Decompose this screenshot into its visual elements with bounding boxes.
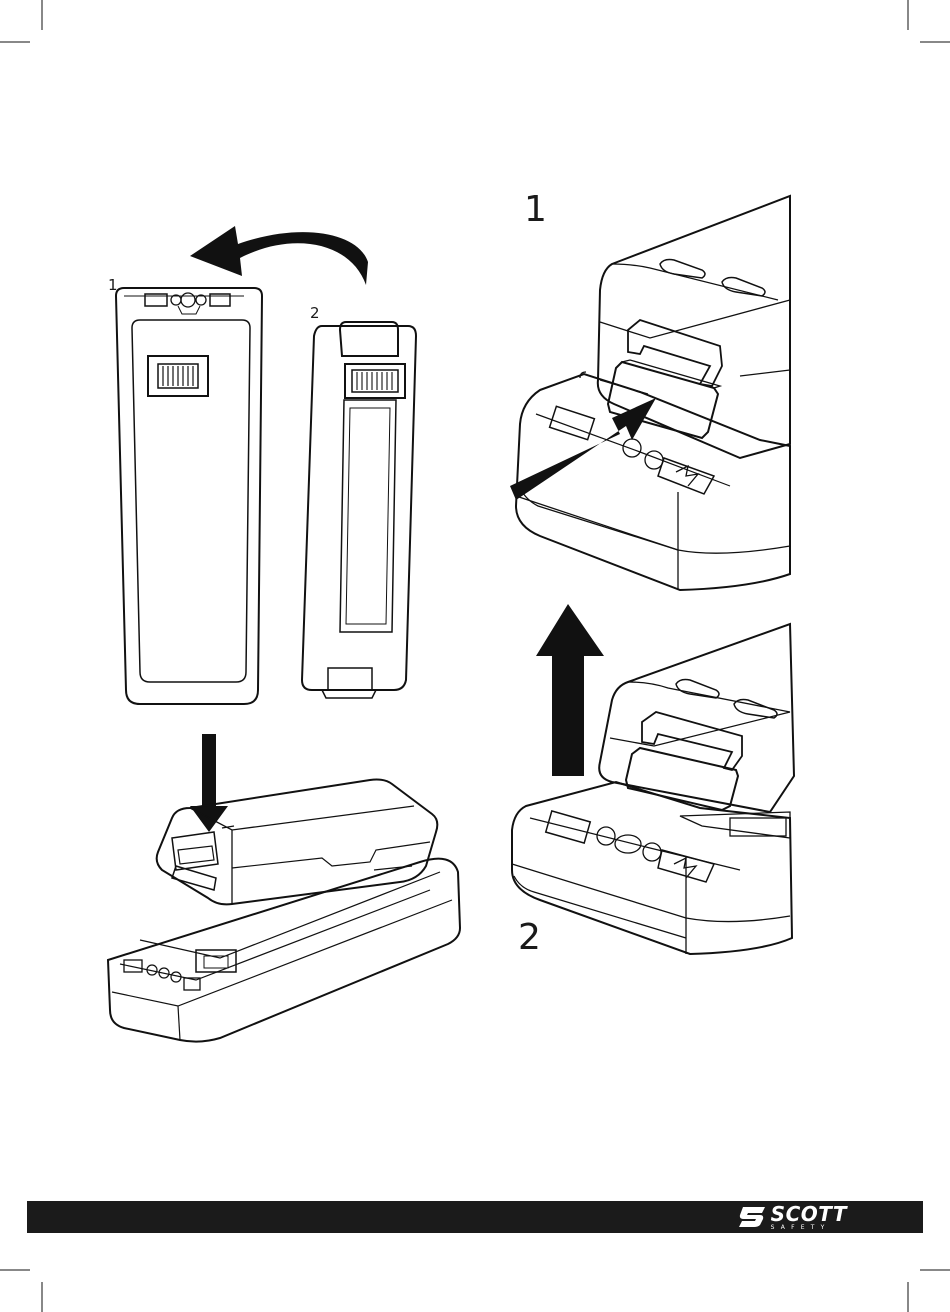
footer-bar: SCOTT SAFETY (27, 1201, 923, 1233)
charger-insert-view (108, 780, 460, 1042)
scott-logo-mark-icon (737, 1205, 767, 1229)
charger-seated-view (516, 196, 790, 590)
brand-name: SCOTT (771, 1204, 847, 1224)
step-label-2-large: 2 (518, 920, 542, 956)
brand-tagline: SAFETY (771, 1225, 847, 1231)
battery-side-view (302, 322, 416, 698)
step-label-1-small: 1 (108, 278, 118, 293)
brand-logo: SCOTT SAFETY (737, 1204, 847, 1230)
battery-back-view (116, 288, 262, 704)
arrow-diagonal-icon (510, 398, 656, 500)
step-label-1-large: 1 (524, 192, 548, 228)
arrow-up-icon (536, 604, 604, 776)
rotate-arrow-icon (190, 226, 368, 285)
step-label-2-small: 2 (310, 306, 320, 321)
